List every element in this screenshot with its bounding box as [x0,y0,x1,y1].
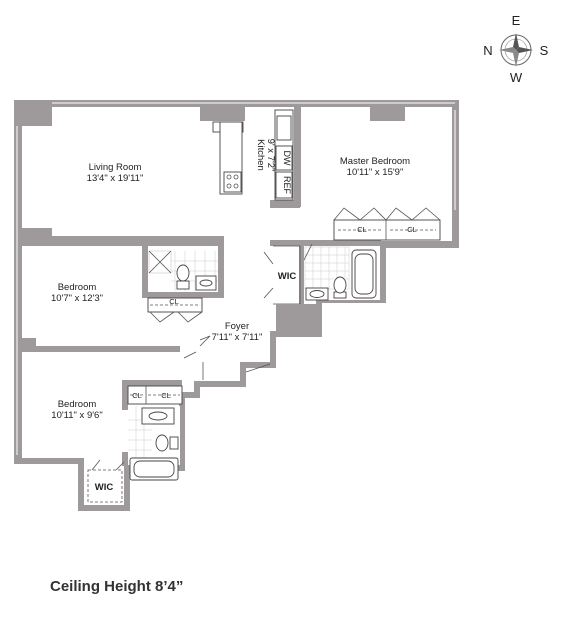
dishwasher-label: DW [282,151,292,166]
master-closets [333,207,441,241]
master-bedroom-size: 10'11" x 15'9" [347,167,404,178]
kitchen-size: 9' x 7'2" [265,139,276,172]
interior-walls [22,107,381,466]
foyer-wall-block [276,304,322,337]
master-bathroom [303,243,380,301]
bedroom2-bathroom [128,406,180,481]
window-lines [16,102,456,455]
compass-w: W [510,70,523,85]
refrigerator-label: REF [282,176,292,195]
compass-rose-icon [499,33,533,67]
column [370,107,405,121]
foyer-size: 7'11" x 7'11" [212,332,263,343]
walk-in-closet-bedroom2 [87,459,125,503]
bedroom2-name: Bedroom [58,399,97,410]
compass-s: S [540,43,549,58]
column [14,100,52,126]
master-bedroom-name: Master Bedroom [340,156,410,167]
column [200,107,245,121]
compass-e: E [512,13,521,28]
bedroom2-size: 10'11" x 9'6" [51,410,102,421]
bedroom2-closet-1-label: CL [132,391,142,400]
master-closet-2-label: CL [407,225,417,234]
bedroom2-closets [127,385,183,405]
bedroom1-size: 10'7" x 12'3" [51,293,103,304]
foyer-name: Foyer [225,321,249,332]
bedroom1-name: Bedroom [58,282,97,293]
bedroom1-bathroom [148,250,218,292]
bedroom2-closet-2-label: CL [161,391,171,400]
ceiling-height-note: Ceiling Height 8’4” [50,578,184,595]
foyer-doors [183,335,271,380]
master-closet-1-label: CL [357,225,367,234]
bedroom1-closet-label: CL [169,297,179,306]
compass-n: N [483,43,492,58]
kitchen-name: Kitchen [255,139,266,171]
bedroom1-closet [147,297,203,323]
living-room-name: Living Room [89,162,142,173]
wic-label-master: WIC [278,271,297,282]
kitchen-fixtures [212,109,294,201]
wic-label-bedroom2: WIC [95,482,114,493]
living-room-size: 13'4" x 19'11" [87,173,144,184]
